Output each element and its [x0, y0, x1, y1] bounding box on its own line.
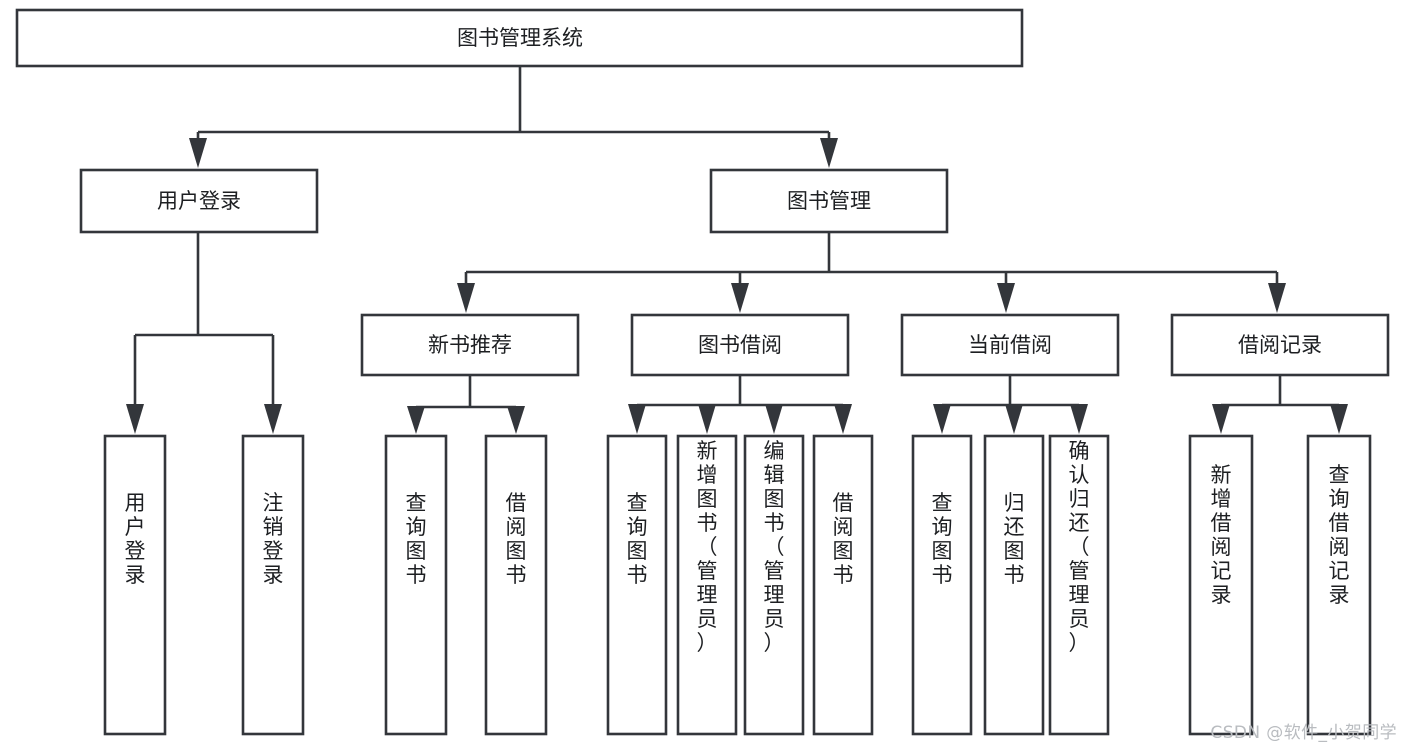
- node-box[interactable]: [360, 313, 580, 377]
- leaf-label: 借阅图书: [506, 491, 527, 587]
- node-box[interactable]: [630, 313, 850, 377]
- leaf-label: 查询借阅记录: [1329, 463, 1350, 607]
- arrow-head-icon: [820, 138, 838, 168]
- leaf-label: 注销登录: [263, 491, 284, 587]
- node-level3-new-book-recommend[interactable]: 新书推荐: [360, 313, 580, 377]
- leaf-label: 确认归还（管理员）: [1069, 439, 1090, 655]
- node-root-box[interactable]: [15, 8, 1024, 68]
- node-box[interactable]: [900, 313, 1120, 377]
- arrow-head-icon: [765, 404, 783, 434]
- leaf-label: 查询图书: [627, 491, 648, 587]
- watermark-text: CSDN @软件_小贺同学: [1210, 723, 1397, 743]
- node-level3-book-borrow[interactable]: 图书借阅: [630, 313, 850, 377]
- leaf-box[interactable]: [1306, 434, 1372, 736]
- leaf-node-borrow-book[interactable]: 借阅图书: [812, 434, 874, 736]
- arrow-head-icon: [264, 404, 282, 434]
- leaf-label: 用户登录: [125, 491, 146, 587]
- leaf-label: 查询图书: [932, 491, 953, 587]
- leaf-node-add-borrow-record[interactable]: 新增借阅记录: [1188, 434, 1254, 736]
- node-level3-current-borrow[interactable]: 当前借阅: [900, 313, 1120, 377]
- connector-layer: [126, 66, 1348, 434]
- arrow-head-icon: [126, 404, 144, 434]
- arrow-head-icon: [1268, 283, 1286, 313]
- leaf-node-edit-book-admin[interactable]: 编辑图书（管理员）: [743, 434, 805, 736]
- node-root-label: 图书管理系统: [457, 26, 583, 50]
- node-level2-user-login[interactable]: 用户登录: [79, 168, 319, 234]
- arrow-head-icon: [628, 404, 646, 434]
- leaf-box[interactable]: [1188, 434, 1254, 736]
- leaf-label: 新增图书（管理员）: [697, 439, 718, 655]
- node-level2-book-management[interactable]: 图书管理: [709, 168, 949, 234]
- leaf-node-query-book-borrow[interactable]: 查询图书: [606, 434, 668, 736]
- leaf-box[interactable]: [676, 434, 738, 736]
- leaf-box[interactable]: [1048, 434, 1110, 736]
- leaf-label: 编辑图书（管理员）: [764, 439, 785, 655]
- arrow-head-icon: [507, 406, 525, 434]
- arrow-head-icon: [189, 138, 207, 168]
- leaf-label: 归还图书: [1004, 491, 1025, 587]
- leaf-node-logout[interactable]: 注销登录: [241, 434, 305, 736]
- leaf-box[interactable]: [103, 434, 167, 736]
- leaf-node-add-book-admin[interactable]: 新增图书（管理员）: [676, 434, 738, 736]
- leaf-box[interactable]: [983, 434, 1045, 736]
- arrow-head-icon: [933, 404, 951, 434]
- leaf-box[interactable]: [484, 434, 548, 736]
- node-label: 借阅记录: [1238, 333, 1322, 357]
- leaf-box[interactable]: [241, 434, 305, 736]
- arrow-head-icon: [407, 406, 425, 434]
- leaf-label: 借阅图书: [833, 491, 854, 587]
- arrow-head-icon: [1005, 404, 1023, 434]
- leaf-node-user-login[interactable]: 用户登录: [103, 434, 167, 736]
- node-label: 当前借阅: [968, 333, 1052, 357]
- leaf-box[interactable]: [812, 434, 874, 736]
- arrow-head-icon: [997, 283, 1015, 313]
- leaf-node-query-book-current[interactable]: 查询图书: [911, 434, 973, 736]
- node-box[interactable]: [1170, 313, 1390, 377]
- arrow-head-icon: [1330, 404, 1348, 434]
- node-level3-borrow-record[interactable]: 借阅记录: [1170, 313, 1390, 377]
- leaf-node-confirm-return-admin[interactable]: 确认归还（管理员）: [1048, 434, 1110, 736]
- arrow-head-icon: [1212, 404, 1230, 434]
- leaf-node-return-book[interactable]: 归还图书: [983, 434, 1045, 736]
- node-label: 图书借阅: [698, 333, 782, 357]
- arrow-head-icon: [731, 283, 749, 313]
- arrow-head-icon: [834, 404, 852, 434]
- node-label: 图书管理: [787, 189, 871, 213]
- node-label: 用户登录: [157, 189, 241, 213]
- arrow-head-icon: [457, 283, 475, 313]
- arrow-head-icon: [1070, 404, 1088, 434]
- leaf-node-query-borrow-record[interactable]: 查询借阅记录: [1306, 434, 1372, 736]
- leaf-box[interactable]: [384, 434, 448, 736]
- node-box[interactable]: [709, 168, 949, 234]
- leaf-box[interactable]: [743, 434, 805, 736]
- node-box[interactable]: [79, 168, 319, 234]
- leaf-node-query-book-recommend[interactable]: 查询图书: [384, 434, 448, 736]
- leaf-label: 新增借阅记录: [1211, 463, 1232, 607]
- node-label: 新书推荐: [428, 333, 512, 357]
- arrow-head-icon: [698, 404, 716, 434]
- leaf-label: 查询图书: [406, 491, 427, 587]
- leaf-node-borrow-book-recommend[interactable]: 借阅图书: [484, 434, 548, 736]
- leaf-box[interactable]: [606, 434, 668, 736]
- leaf-box[interactable]: [911, 434, 973, 736]
- node-root[interactable]: 图书管理系统: [15, 8, 1024, 68]
